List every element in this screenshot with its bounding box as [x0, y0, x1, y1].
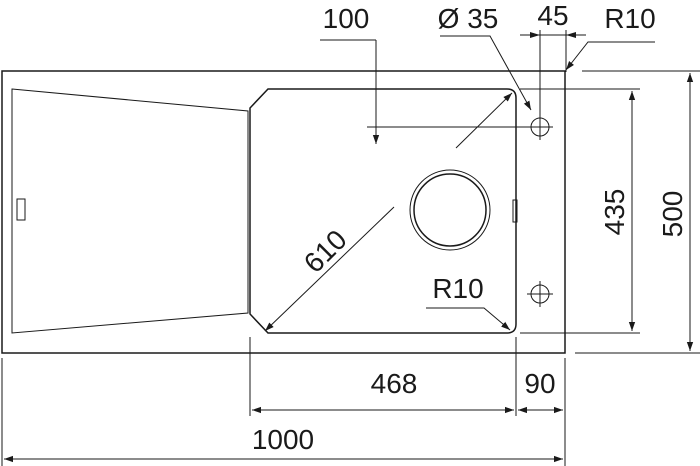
arrow-45-left: [530, 32, 540, 38]
drain-inner-circle: [413, 173, 487, 247]
tap-hole-bottom: [527, 281, 553, 307]
label-right-ledge: 90: [524, 368, 555, 399]
drain-outer-circle: [409, 169, 491, 251]
label-tap-hole-offset: 100: [323, 3, 370, 34]
bowl-overflow: [512, 199, 518, 223]
dim-line-610-upper: [455, 92, 513, 149]
label-bowl-width: 468: [371, 368, 418, 399]
sink-outline: [1, 70, 566, 354]
overflow-slot: [16, 198, 26, 221]
arrow-45-right: [566, 32, 576, 38]
label-bowl-diagonal: 610: [298, 224, 353, 279]
label-overall-depth: 500: [657, 191, 688, 238]
leader-diameter-35: [440, 35, 532, 111]
bowl-outline: [249, 88, 517, 334]
dim-line-610-lower: [264, 206, 395, 332]
label-tap-hole-diameter: Ø 35: [438, 3, 499, 34]
label-overall-width: 1000: [252, 424, 314, 455]
drainer-outline: [11, 88, 249, 334]
label-corner-radius-top: R10: [604, 3, 655, 34]
leader-r10-bowl: [426, 307, 511, 331]
label-corner-radius-bowl: R10: [432, 273, 483, 304]
leader-r10-top: [565, 41, 655, 71]
label-tap-hole-spacing: 45: [537, 0, 568, 31]
label-bowl-depth: 435: [599, 189, 630, 236]
